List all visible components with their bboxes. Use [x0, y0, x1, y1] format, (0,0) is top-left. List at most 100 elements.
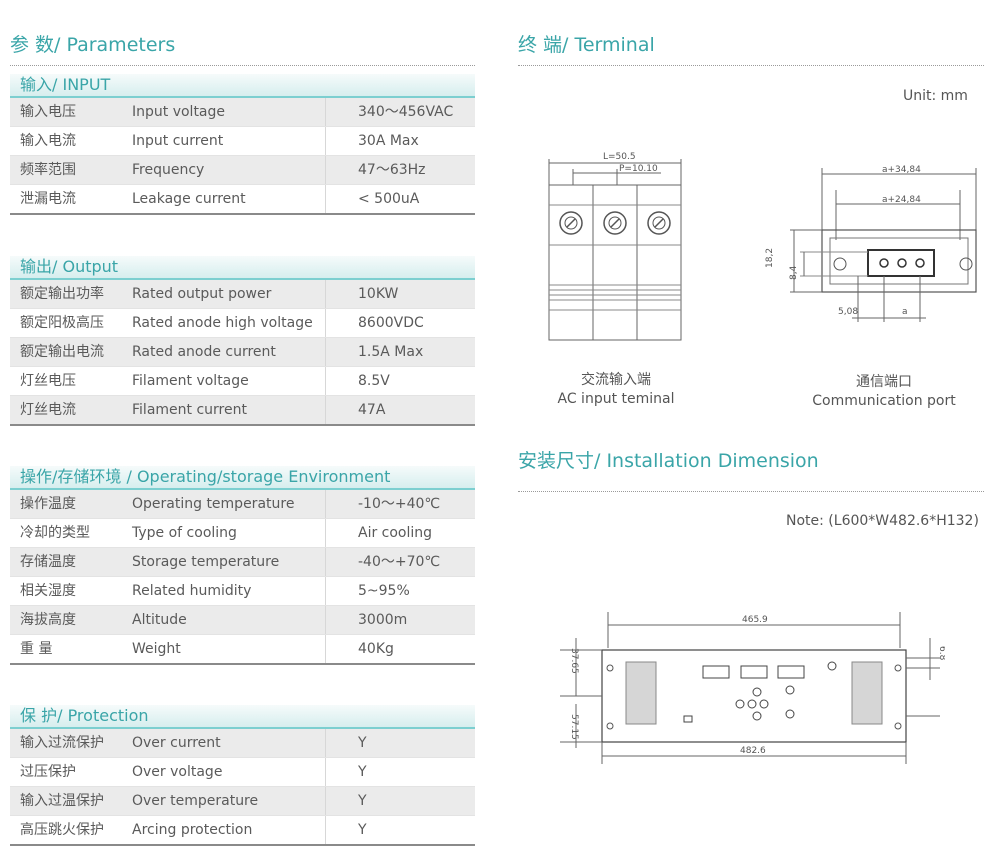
row-value: 10KW	[325, 280, 398, 308]
row-value: -10～+40℃	[325, 490, 440, 518]
row-value: < 500uA	[325, 185, 419, 213]
dim-right: 6.8	[937, 646, 945, 661]
row-value: 3000m	[325, 606, 407, 634]
installation-note: Note: (L600*W482.6*H132)	[786, 513, 979, 529]
table-row: 灯丝电压 Filament voltage 8.5V	[10, 367, 475, 396]
communication-port-caption: 通信端口 Communication port	[806, 373, 962, 411]
dim-L: L=50.5	[603, 152, 636, 162]
row-value: 47A	[325, 396, 385, 424]
dim-a: a	[902, 307, 908, 317]
row-label-en: Rated output power	[132, 286, 272, 302]
row-label-cn: 泄漏电流	[20, 191, 76, 207]
dim-w1: a+34,84	[882, 165, 921, 175]
row-label-en: Storage temperature	[132, 554, 280, 570]
row-label-cn: 频率范围	[20, 162, 76, 178]
row-value: Y	[325, 758, 367, 786]
table-row: 频率范围 Frequency 47～63Hz	[10, 156, 475, 185]
dim-h2: 8,4	[789, 265, 799, 280]
row-value: 340～456VAC	[325, 98, 453, 126]
dim-bottom: 482.6	[740, 746, 766, 756]
input-section-header: 输入/ INPUT	[10, 74, 475, 98]
row-label-cn: 灯丝电流	[20, 402, 76, 418]
ac-input-caption-cn: 交流输入端	[581, 372, 651, 388]
row-label-cn: 额定阳极高压	[20, 315, 104, 331]
row-label-en: Rated anode high voltage	[132, 315, 313, 331]
row-value: -40～+70℃	[325, 548, 440, 576]
row-label-cn: 海拔高度	[20, 612, 76, 628]
row-label-cn: 灯丝电压	[20, 373, 76, 389]
table-row: 操作温度 Operating temperature -10～+40℃	[10, 490, 475, 519]
parameters-title: 参 数/ Parameters	[10, 34, 176, 56]
row-value: 5~95%	[325, 577, 410, 605]
row-value: 8.5V	[325, 367, 390, 395]
row-value: 47～63Hz	[325, 156, 426, 184]
communication-port-caption-en: Communication port	[812, 393, 956, 409]
row-label-cn: 过压保护	[20, 764, 76, 780]
table-row: 海拔高度 Altitude 3000m	[10, 606, 475, 635]
row-value: Y	[325, 729, 367, 757]
ac-input-caption: 交流输入端 AC input teminal	[548, 371, 684, 409]
row-label-en: Filament voltage	[132, 373, 249, 389]
row-label-en: Operating temperature	[132, 496, 295, 512]
protection-section-header: 保 护/ Protection	[10, 705, 475, 729]
row-value: 1.5A Max	[325, 338, 423, 366]
installation-title: 安装尺寸/ Installation Dimension	[518, 450, 819, 472]
row-label-en: Frequency	[132, 162, 205, 178]
row-label-cn: 输入过温保护	[20, 793, 104, 809]
table-row: 高压跳火保护 Arcing protection Y	[10, 816, 475, 846]
parameters-divider	[10, 65, 475, 66]
row-label-cn: 冷却的类型	[20, 525, 90, 541]
communication-port-drawing: a+34,84 a+24,84 18,2 8,4 5,08 a	[765, 165, 977, 322]
row-label-en: Rated anode current	[132, 344, 276, 360]
dim-h1: 18,2	[765, 248, 775, 268]
row-label-en: Over voltage	[132, 764, 223, 780]
ac-input-terminal-drawing: L=50.5 P=10.10	[548, 152, 682, 341]
unit-note: Unit: mm	[903, 88, 968, 104]
communication-port-caption-cn: 通信端口	[856, 374, 912, 390]
row-value: Y	[325, 816, 367, 844]
dim-pitch: 5,08	[838, 307, 858, 317]
table-row: 过压保护 Over voltage Y	[10, 758, 475, 787]
row-value: 30A Max	[325, 127, 419, 155]
terminal-divider	[518, 65, 984, 66]
dim-left-bottom: 57.15	[569, 714, 579, 740]
row-label-cn: 输入电压	[20, 104, 76, 120]
row-label-cn: 额定输出电流	[20, 344, 104, 360]
row-label-cn: 重 量	[20, 641, 53, 657]
row-label-en: Type of cooling	[132, 525, 237, 541]
installation-divider	[518, 491, 984, 492]
row-label-en: Related humidity	[132, 583, 252, 599]
row-value: Y	[325, 787, 367, 815]
output-section-header: 输出/ Output	[10, 256, 475, 280]
row-label-en: Over temperature	[132, 793, 259, 809]
row-label-cn: 输入过流保护	[20, 735, 104, 751]
table-row: 相关湿度 Related humidity 5~95%	[10, 577, 475, 606]
row-label-cn: 操作温度	[20, 496, 76, 512]
row-label-en: Altitude	[132, 612, 187, 628]
row-label-en: Input current	[132, 133, 224, 149]
row-value: 8600VDC	[325, 309, 424, 337]
terminal-title: 终 端/ Terminal	[518, 34, 655, 56]
environment-section-header: 操作/存储环境 / Operating/storage Environment	[10, 466, 475, 490]
row-label-cn: 相关湿度	[20, 583, 76, 599]
table-row: 输入过温保护 Over temperature Y	[10, 787, 475, 816]
row-label-cn: 存储温度	[20, 554, 76, 570]
dim-left-top: 37.65	[569, 648, 579, 674]
row-label-en: Arcing protection	[132, 822, 253, 838]
row-label-cn: 高压跳火保护	[20, 822, 104, 838]
row-label-cn: 额定输出功率	[20, 286, 104, 302]
ac-input-caption-en: AC input teminal	[557, 391, 675, 407]
row-label-en: Over current	[132, 735, 221, 751]
environment-section: 操作/存储环境 / Operating/storage Environment …	[10, 466, 475, 665]
table-row: 存储温度 Storage temperature -40～+70℃	[10, 548, 475, 577]
dim-top: 465.9	[742, 615, 768, 625]
